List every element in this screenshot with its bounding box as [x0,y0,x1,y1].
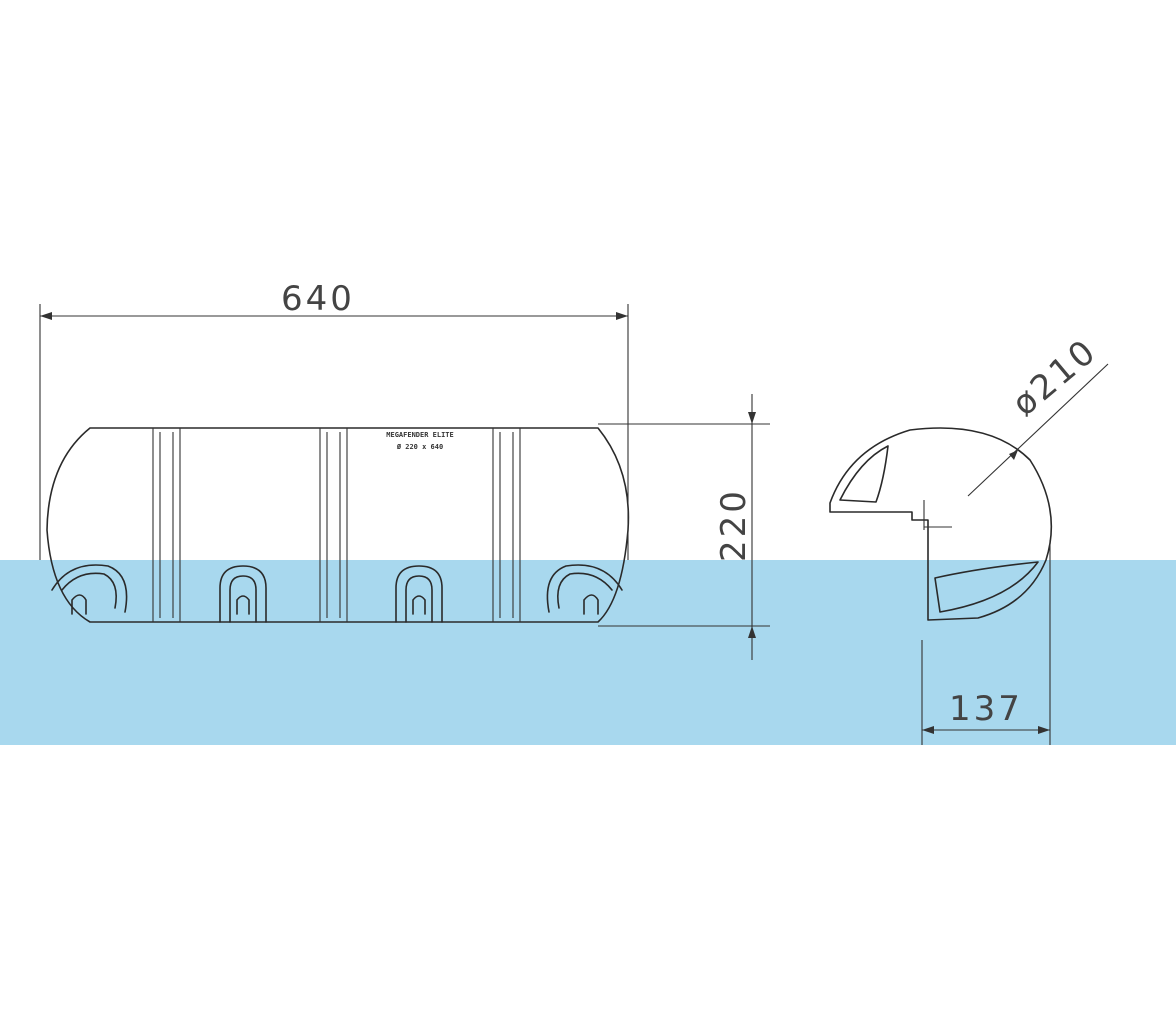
dimension-height-label: 220 [714,488,754,562]
fender-ribs [152,428,521,622]
dimension-length-label: 640 [281,279,355,319]
fender-eyes [51,564,623,623]
water-band [0,560,1176,745]
dimension-length: 640 [39,279,629,560]
dimension-diameter-label: ø210 [1005,331,1106,424]
fender-label-line1: MEGAFENDER ELITE [386,431,453,439]
end-view-outline [829,427,1053,621]
fender-end-view [829,427,1053,621]
dimension-width: 137 [921,540,1051,745]
fender-label: MEGAFENDER ELITE Ø 220 x 640 [386,431,453,451]
fender-side-view: MEGAFENDER ELITE Ø 220 x 640 [46,427,630,623]
fender-label-line2: Ø 220 x 640 [396,443,443,451]
dimension-height: 220 [598,394,770,660]
dimension-width-label: 137 [949,689,1023,729]
dimension-diameter: ø210 [967,331,1109,497]
fender-body-outline [46,427,630,623]
